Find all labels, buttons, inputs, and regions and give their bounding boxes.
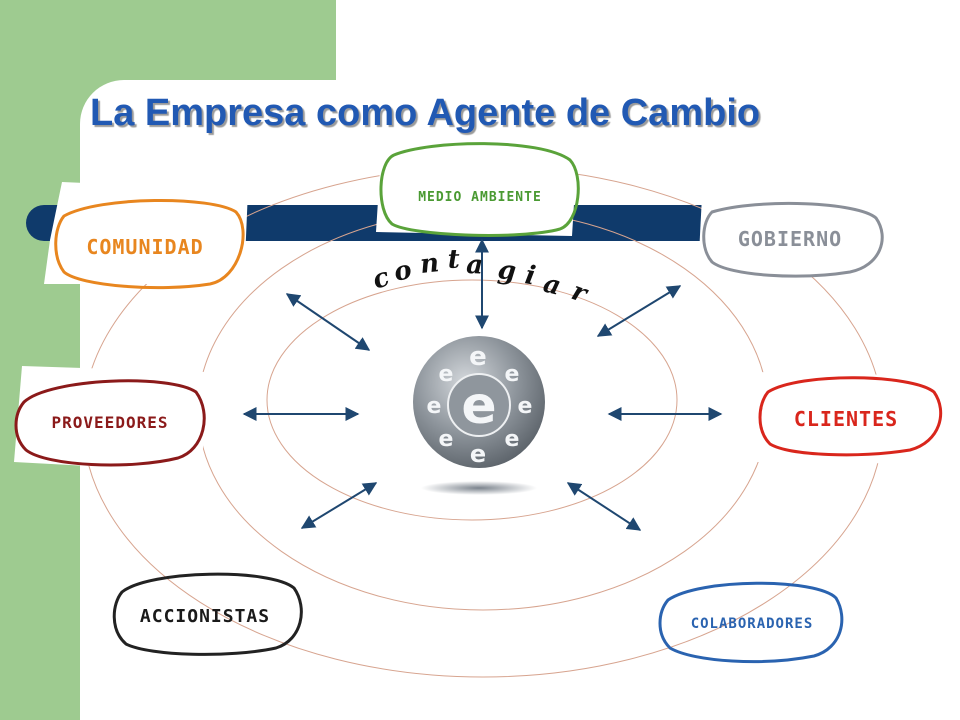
orbit-inner [266,279,678,521]
contagiar-letter: a [540,269,564,302]
arrow-colaboradores [566,482,642,531]
label-colaboradores: COLABORADORES [691,616,814,632]
label-gobierno: GOBIERNO [738,227,842,251]
bubble-comunidad: COMUNIDAD [54,199,245,290]
logo-letter: e [518,394,533,419]
label-medio-ambiente: MEDIO AMBIENTE [418,190,542,205]
contagiar-letter: i [523,260,538,291]
label-proveedores: PROVEEDORES [52,413,169,432]
arrow-gobierno [596,285,682,337]
logo-shadow [421,481,537,495]
logo-letter: e [439,362,454,387]
contagiar-letter: a [466,250,484,281]
bubble-clientes: CLIENTES [758,376,943,457]
contagiar-letter: o [391,255,414,288]
bubble-accionistas: ACCIONISTAS [112,572,303,656]
logo-letter: e [427,394,442,419]
label-comunidad: COMUNIDAD [86,235,203,259]
logo-letter: e [505,362,520,387]
logo-letter: e [505,427,520,452]
contagiar-letter: t [447,245,460,275]
label-patches [14,138,944,472]
contagiar-letter: c [369,262,393,295]
logo-letter: e [439,427,454,452]
logo-main-letter: e [461,376,496,436]
bubble-medio-ambiente: MEDIO AMBIENTE [379,142,580,237]
logo-small-letters: e e e e e e e e [427,342,533,468]
contagiar-letter: g [496,255,517,287]
logo-letter: e [470,440,486,468]
label-accionistas: ACCIONISTAS [140,606,270,627]
logo-letter: e [469,342,487,372]
contagiar-word: c o n t a g i a r [369,245,593,310]
bubble-gobierno: GOBIERNO [702,201,884,278]
arrows [242,238,723,531]
contagiar-letter: r [568,276,593,310]
contagiar-letter: n [419,248,441,280]
bubble-proveedores: PROVEEDORES [14,379,206,467]
label-clientes: CLIENTES [794,407,898,431]
bubble-colaboradores: COLABORADORES [658,581,844,664]
center-logo: e e e e e e e e e [413,336,545,495]
arrow-comunidad [285,293,371,351]
page-title: La Empresa como Agente de Cambio [90,92,761,134]
arrow-accionistas [300,482,378,529]
